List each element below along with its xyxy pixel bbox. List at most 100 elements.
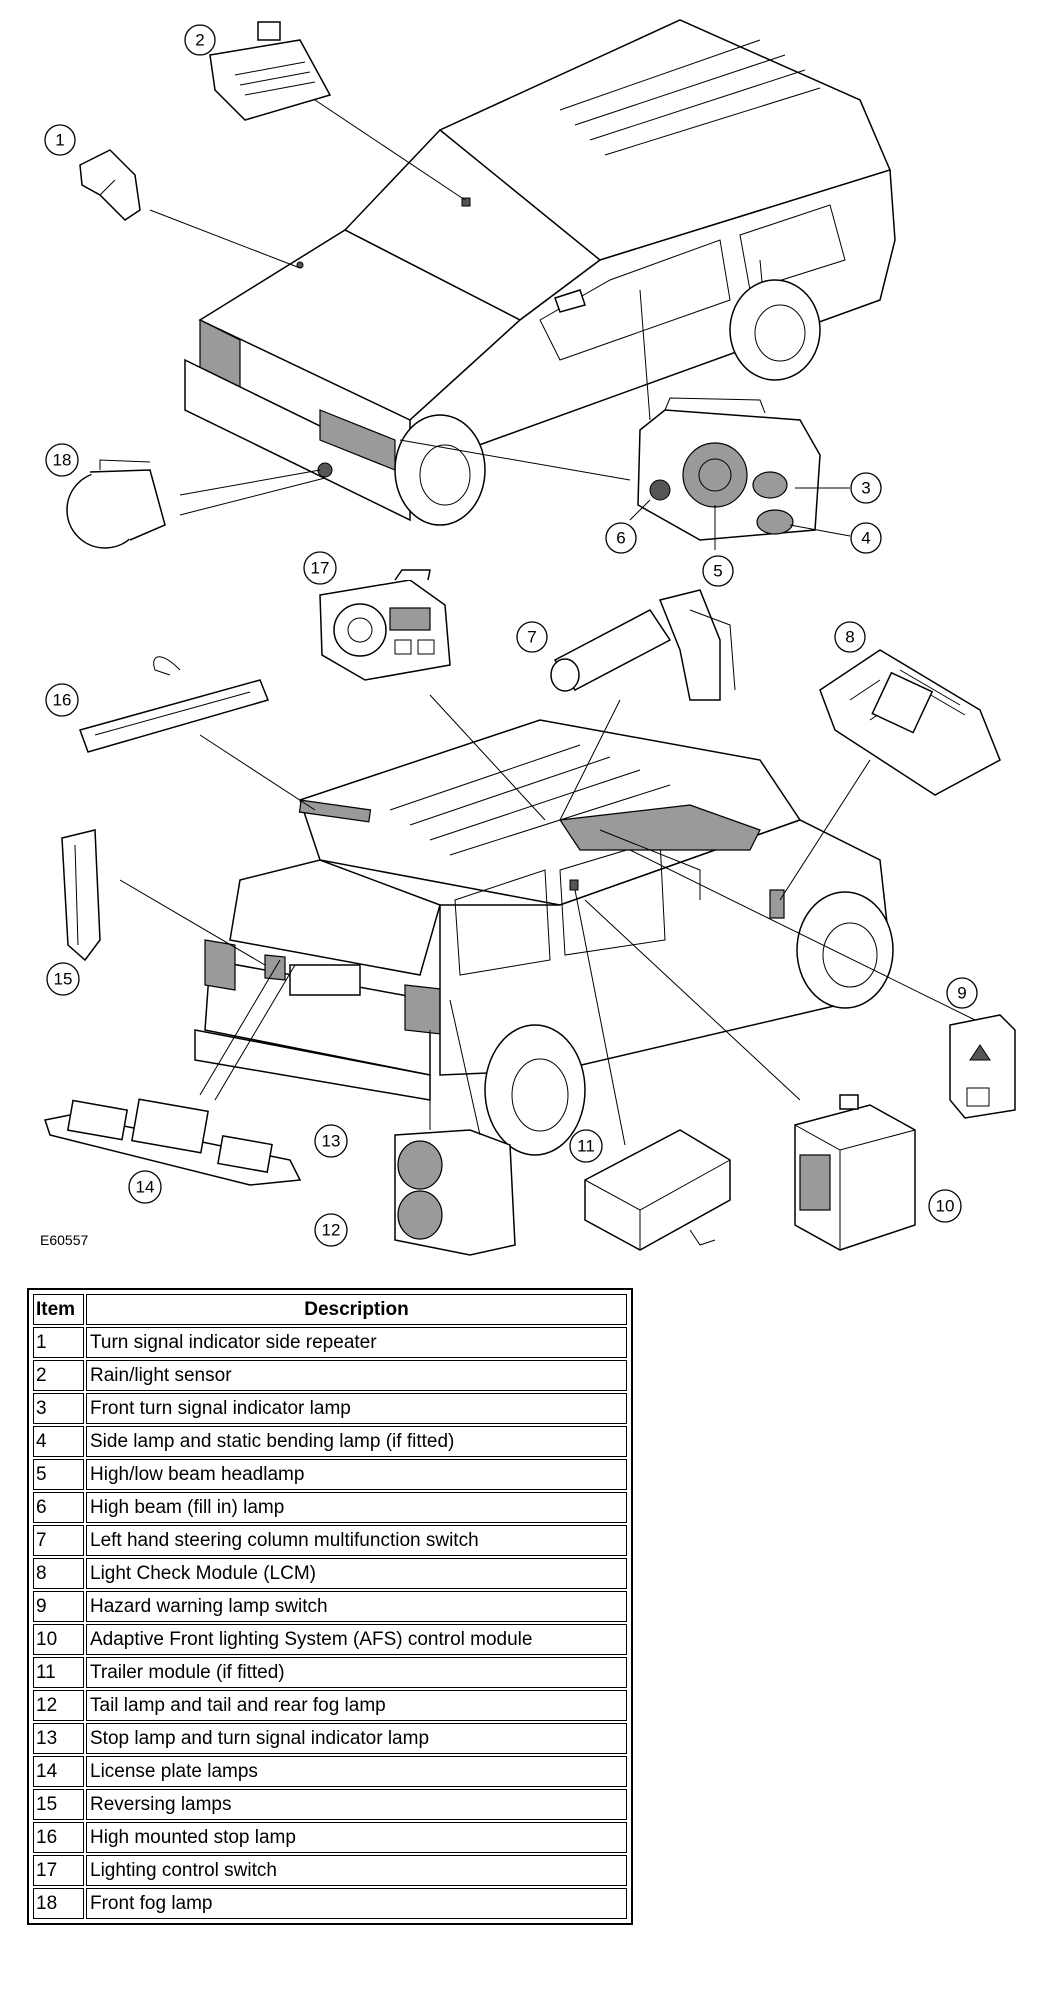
item-number: 9 (33, 1591, 84, 1622)
svg-text:9: 9 (957, 984, 966, 1003)
lighting-control-switch-component (319, 569, 451, 681)
side-repeater-component (79, 149, 141, 221)
callout-4: 4 (850, 522, 882, 554)
item-description: Front fog lamp (86, 1888, 627, 1919)
rain-light-sensor-component (209, 21, 332, 121)
svg-text:1: 1 (55, 131, 64, 150)
license-plate-lamps-component (44, 1098, 302, 1186)
callout-8: 8 (834, 621, 866, 653)
item-description: License plate lamps (86, 1756, 627, 1787)
item-description: Stop lamp and turn signal indicator lamp (86, 1723, 627, 1754)
callout-11: 11 (569, 1129, 603, 1163)
item-number: 7 (33, 1525, 84, 1556)
svg-text:14: 14 (136, 1178, 155, 1197)
callout-6: 6 (605, 522, 637, 554)
item-description: Left hand steering column multifunction … (86, 1525, 627, 1556)
figure-reference: E60557 (40, 1232, 88, 1248)
item-description: Hazard warning lamp switch (86, 1591, 627, 1622)
hazard-switch-component (949, 1014, 1016, 1119)
lcm-component (819, 649, 1001, 796)
svg-text:16: 16 (53, 691, 72, 710)
item-description: Adaptive Front lighting System (AFS) con… (86, 1624, 627, 1655)
callout-3: 3 (850, 472, 882, 504)
svg-text:6: 6 (616, 529, 625, 548)
item-description: Front turn signal indicator lamp (86, 1393, 627, 1424)
description-column-header: Description (86, 1294, 627, 1325)
headlamp-assembly-component (637, 397, 821, 541)
item-description: Side lamp and static bending lamp (if fi… (86, 1426, 627, 1457)
callout-13: 13 (314, 1124, 348, 1158)
item-number: 12 (33, 1690, 84, 1721)
item-number: 13 (33, 1723, 84, 1754)
svg-text:17: 17 (311, 559, 330, 578)
callout-10: 10 (928, 1189, 962, 1223)
front-vehicle-illustration (184, 19, 896, 526)
item-number: 11 (33, 1657, 84, 1688)
item-description: High beam (fill in) lamp (86, 1492, 627, 1523)
callout-9: 9 (946, 977, 978, 1009)
item-number: 10 (33, 1624, 84, 1655)
item-number: 18 (33, 1888, 84, 1919)
item-number: 4 (33, 1426, 84, 1457)
svg-text:4: 4 (861, 529, 870, 548)
callout-14: 14 (128, 1170, 162, 1204)
callout-18: 18 (45, 443, 79, 477)
leader-lines (119, 99, 976, 1146)
svg-text:12: 12 (322, 1221, 341, 1240)
callout-17: 17 (303, 551, 337, 585)
item-number: 15 (33, 1789, 84, 1820)
svg-text:5: 5 (713, 562, 722, 581)
item-number: 5 (33, 1459, 84, 1490)
item-description: Reversing lamps (86, 1789, 627, 1820)
item-description: Lighting control switch (86, 1855, 627, 1886)
item-number: 6 (33, 1492, 84, 1523)
item-number: 3 (33, 1393, 84, 1424)
svg-text:11: 11 (577, 1137, 595, 1156)
callout-7: 7 (516, 621, 548, 653)
legend-header-row: Item Description (33, 1294, 627, 1325)
item-column-header: Item (33, 1294, 84, 1325)
svg-text:7: 7 (527, 628, 536, 647)
svg-text:18: 18 (53, 451, 72, 470)
svg-text:8: 8 (845, 628, 854, 647)
item-description: Trailer module (if fitted) (86, 1657, 627, 1688)
callout-5: 5 (702, 555, 734, 587)
callout-15: 15 (46, 962, 80, 996)
item-description: High/low beam headlamp (86, 1459, 627, 1490)
high-mounted-stop-lamp-component (79, 656, 270, 753)
front-fog-lamp-component (66, 459, 166, 549)
rear-vehicle-illustration (194, 719, 894, 1156)
trailer-module-component (584, 1129, 731, 1251)
rear-lamp-cluster-component (394, 1129, 516, 1256)
svg-text:3: 3 (861, 479, 870, 498)
callout-2: 2 (184, 24, 216, 56)
item-number: 14 (33, 1756, 84, 1787)
item-description: Rain/light sensor (86, 1360, 627, 1391)
item-description: Tail lamp and tail and rear fog lamp (86, 1690, 627, 1721)
item-number: 8 (33, 1558, 84, 1589)
item-number: 1 (33, 1327, 84, 1358)
callout-12: 12 (314, 1213, 348, 1247)
item-number: 16 (33, 1822, 84, 1853)
item-number: 2 (33, 1360, 84, 1391)
